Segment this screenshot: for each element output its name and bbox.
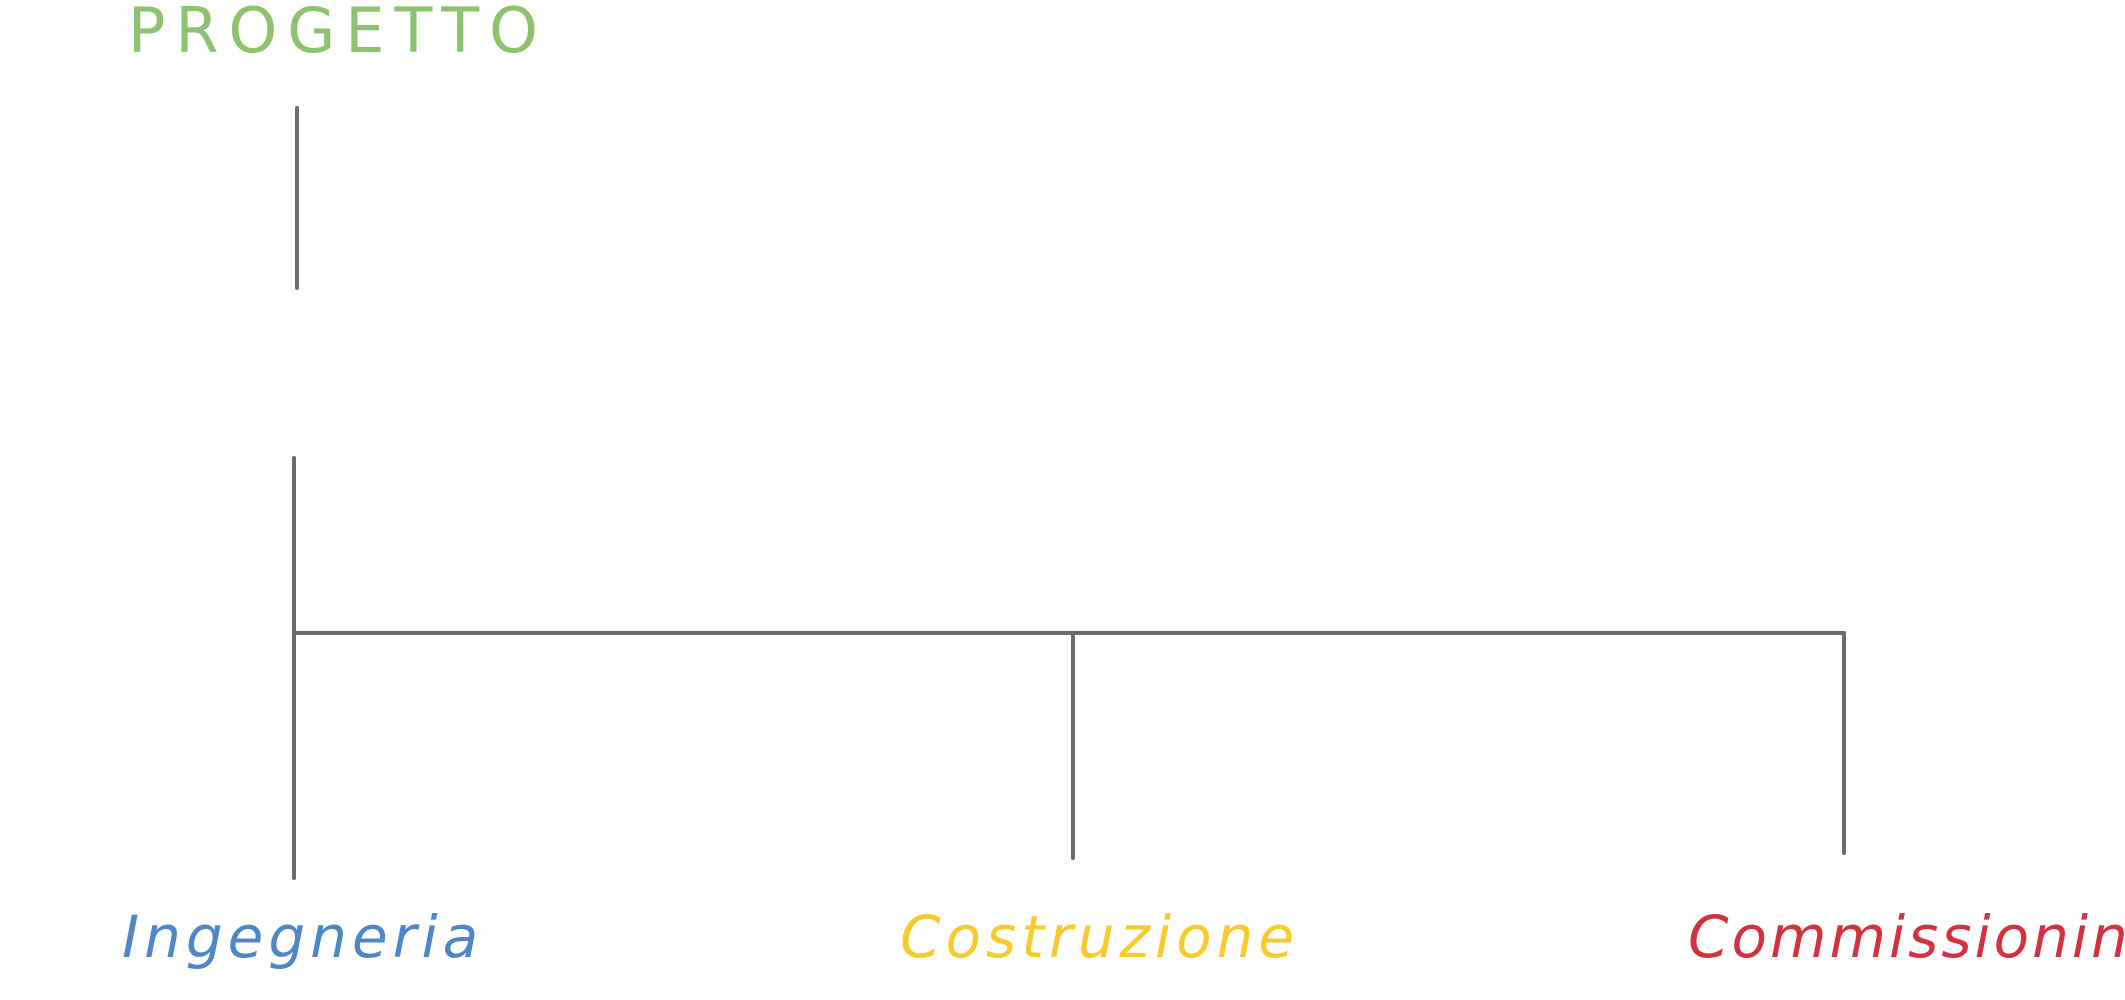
child-node-label-commissioning: Commissioning: [1688, 903, 2125, 971]
root-node-label: PROGETTO: [128, 0, 548, 67]
child-node-label-ingegneria: Ingegneria: [122, 903, 484, 971]
child-node-label-costruzione: Costruzione: [900, 903, 1300, 971]
